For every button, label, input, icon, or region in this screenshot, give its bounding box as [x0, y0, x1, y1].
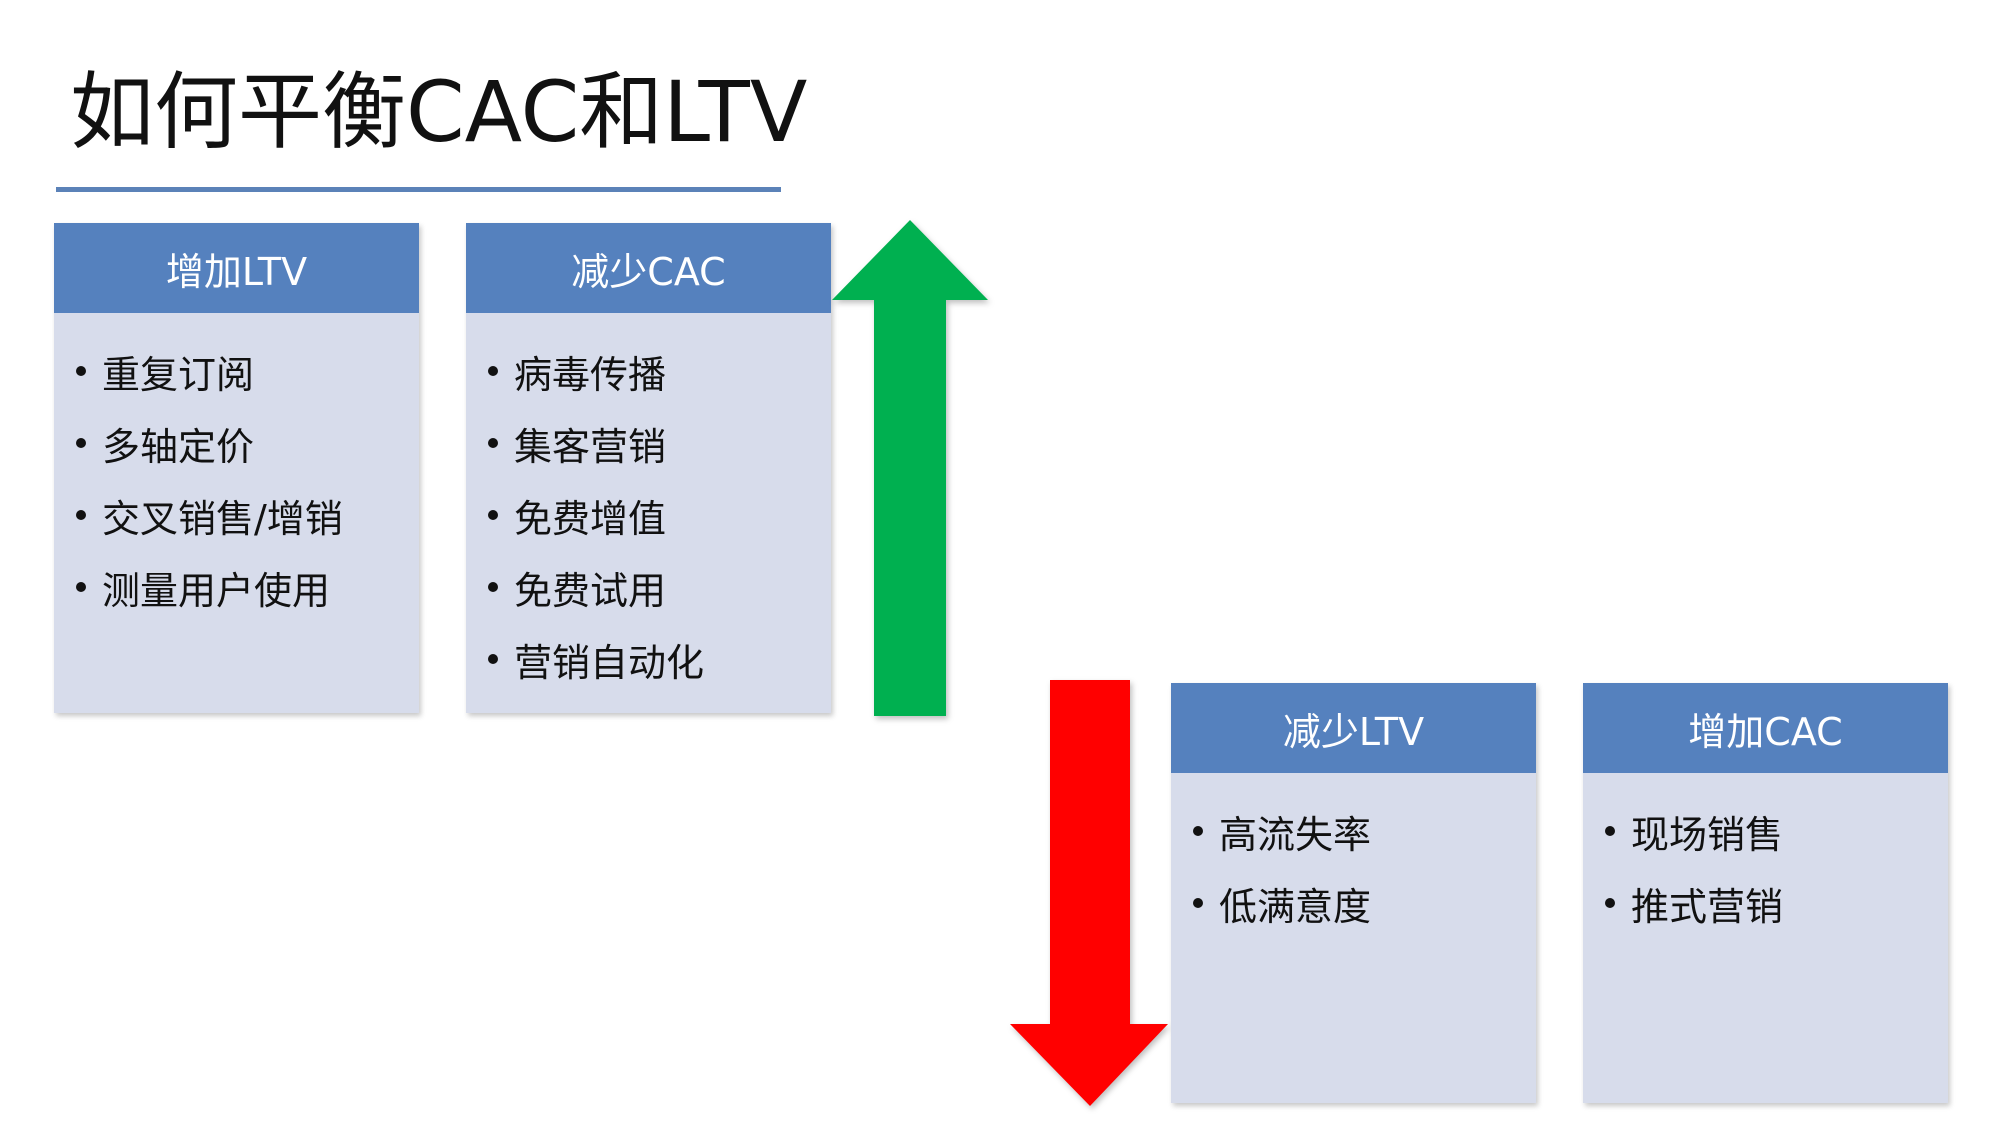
card-item-list: 高流失率 低满意度 [1171, 773, 1536, 939]
title-underline [56, 187, 781, 192]
card-item-list: 病毒传播 集客营销 免费增值 免费试用 营销自动化 [466, 313, 831, 695]
card-increase-cac: 增加CAC 现场销售 推式营销 [1583, 683, 1948, 1103]
list-item: 现场销售 [1605, 795, 1948, 867]
list-item: 多轴定价 [76, 407, 419, 479]
card-decrease-ltv: 减少LTV 高流失率 低满意度 [1171, 683, 1536, 1103]
list-item-label: 交叉销售/增销 [102, 496, 343, 541]
arrow-down-icon [1010, 680, 1168, 1106]
list-item: 免费增值 [488, 479, 831, 551]
card-header: 增加CAC [1583, 683, 1948, 773]
list-item-label: 免费增值 [514, 496, 667, 541]
bullet-icon [1605, 826, 1615, 836]
list-item-label: 重复订阅 [102, 352, 255, 397]
list-item: 集客营销 [488, 407, 831, 479]
card-item-list: 重复订阅 多轴定价 交叉销售/增销 测量用户使用 [54, 313, 419, 623]
list-item: 推式营销 [1605, 867, 1948, 939]
list-item-label: 集客营销 [514, 424, 667, 469]
card-header: 减少CAC [466, 223, 831, 313]
bullet-icon [1193, 826, 1203, 836]
bullet-icon [76, 510, 86, 520]
slide-title: 如何平衡CAC和LTV [70, 63, 808, 161]
list-item-label: 病毒传播 [514, 352, 667, 397]
bullet-icon [76, 438, 86, 448]
bullet-icon [488, 654, 498, 664]
list-item: 高流失率 [1193, 795, 1536, 867]
list-item-label: 免费试用 [514, 568, 667, 613]
list-item: 病毒传播 [488, 335, 831, 407]
card-item-list: 现场销售 推式营销 [1583, 773, 1948, 939]
list-item-label: 测量用户使用 [102, 568, 331, 613]
list-item-label: 营销自动化 [514, 640, 705, 685]
bullet-icon [76, 366, 86, 376]
bullet-icon [488, 438, 498, 448]
bullet-icon [488, 510, 498, 520]
list-item-label: 低满意度 [1219, 884, 1372, 929]
list-item: 低满意度 [1193, 867, 1536, 939]
list-item-label: 现场销售 [1631, 812, 1784, 857]
card-header: 增加LTV [54, 223, 419, 313]
arrow-up-icon [832, 220, 988, 716]
list-item: 交叉销售/增销 [76, 479, 419, 551]
bullet-icon [488, 366, 498, 376]
list-item: 营销自动化 [488, 623, 831, 695]
card-header: 减少LTV [1171, 683, 1536, 773]
bullet-icon [76, 582, 86, 592]
list-item-label: 多轴定价 [102, 424, 255, 469]
card-increase-ltv: 增加LTV 重复订阅 多轴定价 交叉销售/增销 测量用户使用 [54, 223, 419, 713]
bullet-icon [1605, 898, 1615, 908]
card-decrease-cac: 减少CAC 病毒传播 集客营销 免费增值 免费试用 营销自动化 [466, 223, 831, 713]
list-item: 测量用户使用 [76, 551, 419, 623]
list-item-label: 高流失率 [1219, 812, 1372, 857]
list-item: 重复订阅 [76, 335, 419, 407]
list-item-label: 推式营销 [1631, 884, 1784, 929]
bullet-icon [1193, 898, 1203, 908]
bullet-icon [488, 582, 498, 592]
list-item: 免费试用 [488, 551, 831, 623]
